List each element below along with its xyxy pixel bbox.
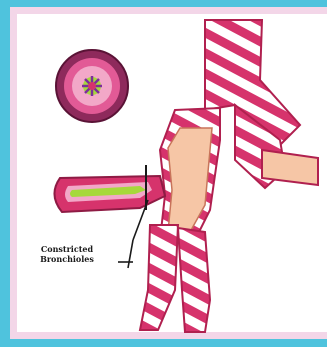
constricted-label-line2: Bronchioles	[28, 254, 106, 264]
label-pointer	[118, 200, 148, 268]
constricted-bronchiole	[54, 165, 165, 212]
bronchiole-cross-section	[56, 50, 128, 122]
lower-airway-branches	[140, 225, 210, 332]
opened-airway	[160, 108, 220, 240]
constricted-label-line1: Constricted	[28, 244, 106, 254]
